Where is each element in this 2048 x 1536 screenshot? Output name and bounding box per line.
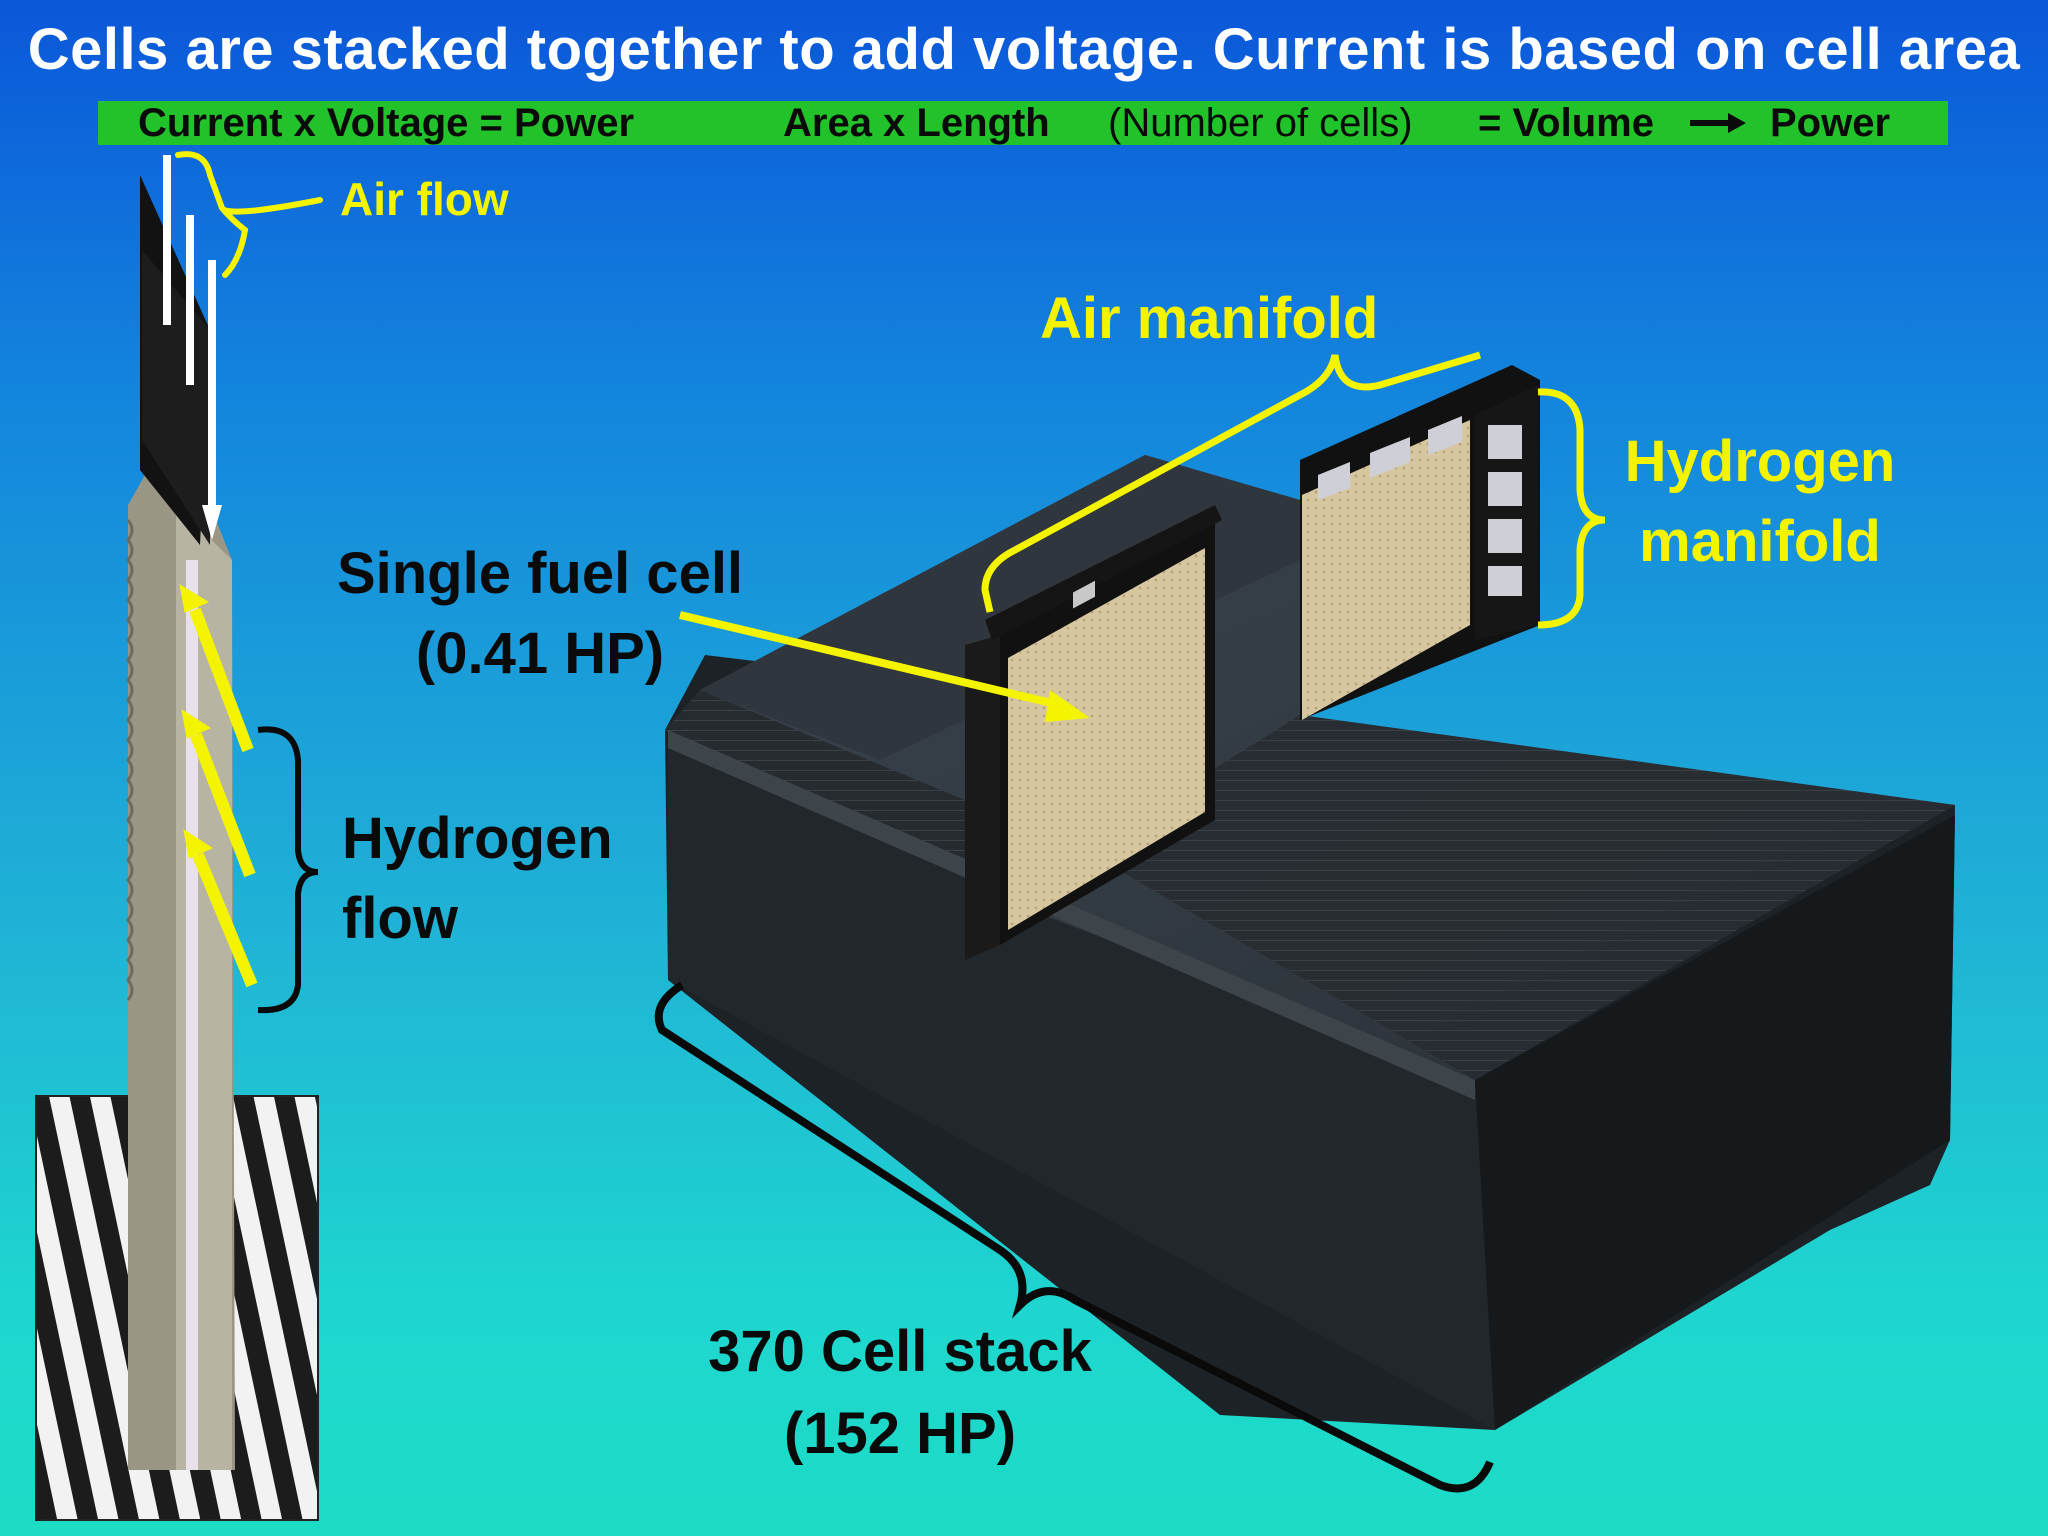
formula-number-of-cells: (Number of cells) [1108,101,1413,145]
air-manifold-brace [981,351,1482,613]
single-cell-label-line1: Single fuel cell [336,541,744,606]
single-cell-label-line2: (0.41 HP) [415,621,665,686]
arrow-right-icon [1688,101,1748,154]
back-fuel-cell-plate [1300,365,1540,720]
hydrogen-manifold-label-line1: Hydrogen [1624,429,1896,494]
formula-area-length: Area x Length [783,101,1050,145]
front-fuel-cell-plate [965,505,1222,960]
single-cell-pointer-arrow [679,611,1090,722]
air-manifold-label: Air manifold [1040,286,1379,351]
formula-bar: Current x Voltage = Power Area x Length … [98,101,1948,145]
stack-label-line2: (152 HP) [783,1401,1017,1466]
hydrogen-manifold-brace [1537,388,1606,629]
slide-title: Cells are stacked together to add voltag… [27,17,2021,82]
formula-power: Current x Voltage = Power [138,101,635,145]
hydrogen-flow-label-line2: flow [342,886,458,951]
single-cell-closeup [35,175,319,1521]
formula-volume: = Volume [1478,101,1654,145]
hydrogen-flow-label-line1: Hydrogen [342,806,613,871]
formula-result-power: Power [1770,101,1891,145]
stack-label-line1: 370 Cell stack [708,1319,1092,1384]
air-flow-brace [175,151,323,278]
hydrogen-flow-arrows [179,583,258,988]
stack-brace [654,981,1494,1493]
hydrogen-flow-brace [257,726,319,1014]
air-flow-label: Air flow [340,173,509,225]
air-flow-arrows [163,155,222,540]
hydrogen-manifold-label-line2: manifold [1639,509,1881,574]
